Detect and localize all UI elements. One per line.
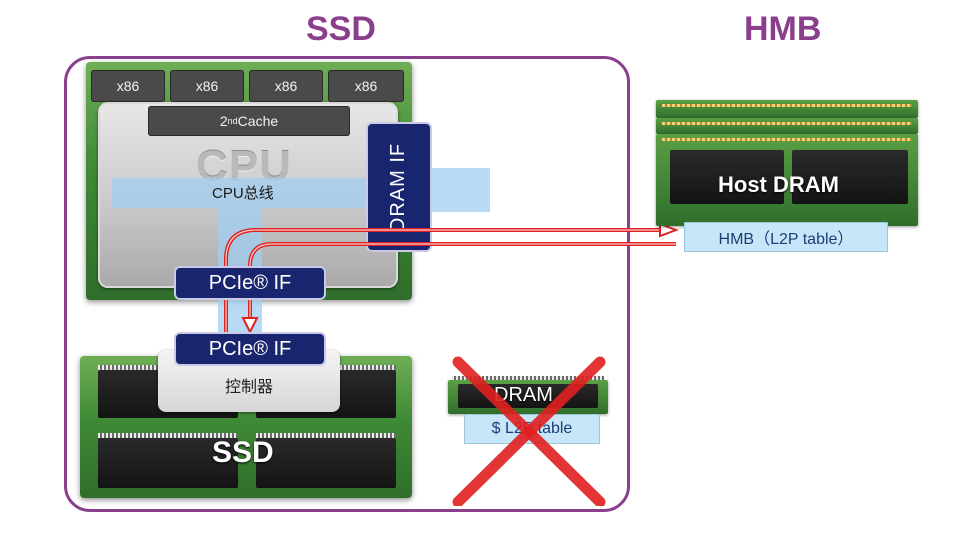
removed-dram-label: DRAM [494, 384, 553, 406]
ssd-boundary [64, 56, 630, 512]
host-dram-stick-2 [656, 118, 918, 134]
arrowhead-down [241, 317, 259, 335]
hmb-title: HMB [744, 10, 822, 48]
removed-dram-pins [452, 376, 604, 380]
cpu-bus-extension [430, 168, 490, 212]
host-dram-pins-2 [662, 122, 912, 125]
arrowhead-right [659, 222, 679, 238]
pcie-if-cpu: PCIe® IF [174, 266, 326, 300]
nand-pins-4 [256, 433, 396, 438]
cpu-core-4: x86 [328, 70, 404, 102]
cpu-core-3: x86 [249, 70, 323, 102]
cpu-core-2: x86 [170, 70, 244, 102]
nand-pins-3 [98, 433, 238, 438]
host-dram-chip-1 [670, 150, 784, 204]
cache-prefix: 2 [219, 113, 228, 129]
cpu-bus-label: CPU总线 [212, 185, 274, 202]
host-dram-pins-1 [662, 104, 912, 107]
cache-superscript: nd [227, 116, 238, 126]
host-dram-label: Host DRAM [718, 172, 839, 197]
ssd-title: SSD [306, 10, 376, 48]
nand-chip-3 [98, 438, 238, 488]
pcie-if-controller: PCIe® IF [174, 332, 326, 366]
host-dram-chip-2 [792, 150, 908, 204]
ssd-board-label: SSD [212, 436, 274, 469]
nand-chip-4 [256, 438, 396, 488]
cpu-bus [112, 178, 382, 208]
cache-label: Cache [237, 113, 279, 129]
host-dram-pins-3 [662, 138, 912, 141]
host-dram-stick-1 [656, 100, 918, 118]
cpu-core-1: x86 [91, 70, 165, 102]
cross-out-mark [452, 356, 606, 506]
hmb-l2p-table: HMB（L2P table） [684, 222, 888, 252]
